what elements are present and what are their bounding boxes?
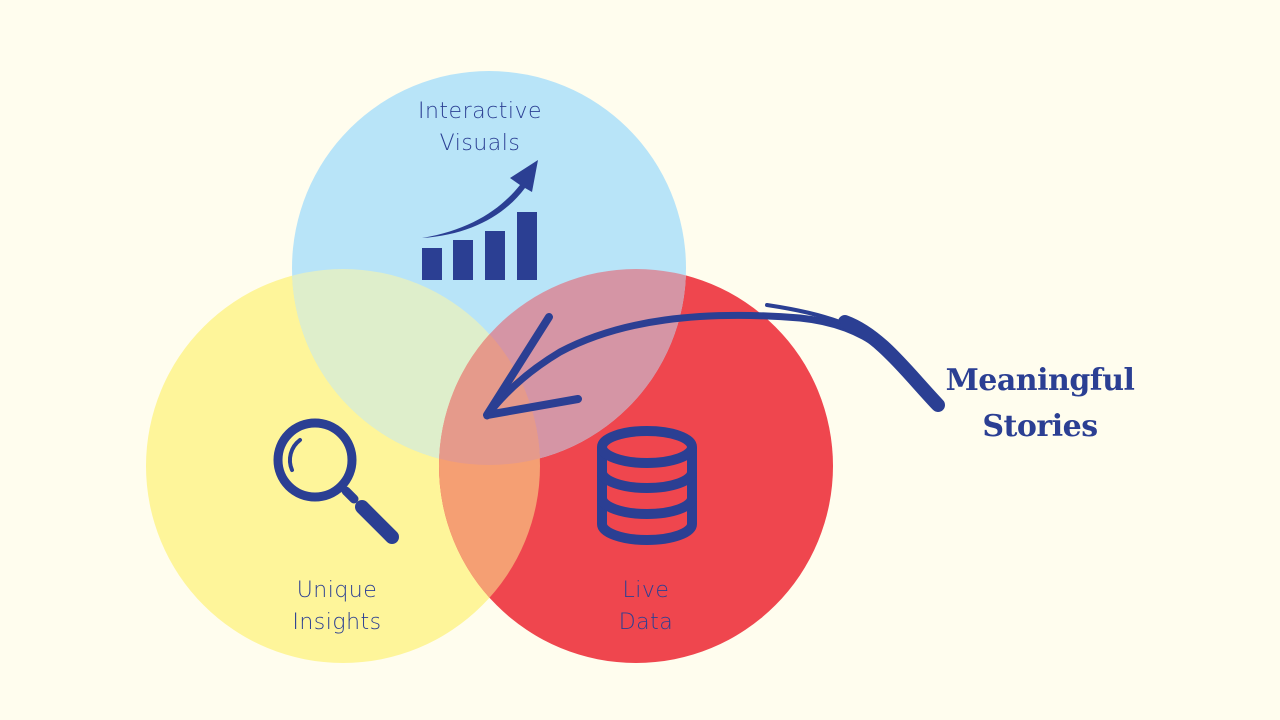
label-unique-insights: Unique Insights xyxy=(227,575,447,639)
label-live-data: Live Data xyxy=(536,575,756,639)
label-line: Visuals xyxy=(439,131,521,156)
label-interactive-visuals: Interactive Visuals xyxy=(370,96,590,160)
curved-arrow-icon xyxy=(483,303,945,420)
database-icon xyxy=(597,426,697,545)
label-line: Stories xyxy=(982,409,1098,444)
label-line: Interactive xyxy=(417,99,542,124)
label-line: Data xyxy=(618,610,674,635)
label-line: Meaningful xyxy=(945,363,1135,398)
overlap-visuals-insights xyxy=(292,269,540,465)
label-line: Unique xyxy=(296,578,378,603)
label-meaningful-stories: Meaningful Stories xyxy=(920,358,1160,450)
label-line: Live xyxy=(622,578,670,603)
growth-chart-icon xyxy=(422,160,538,280)
label-line: Insights xyxy=(292,610,382,635)
magnifier-icon xyxy=(273,418,399,544)
